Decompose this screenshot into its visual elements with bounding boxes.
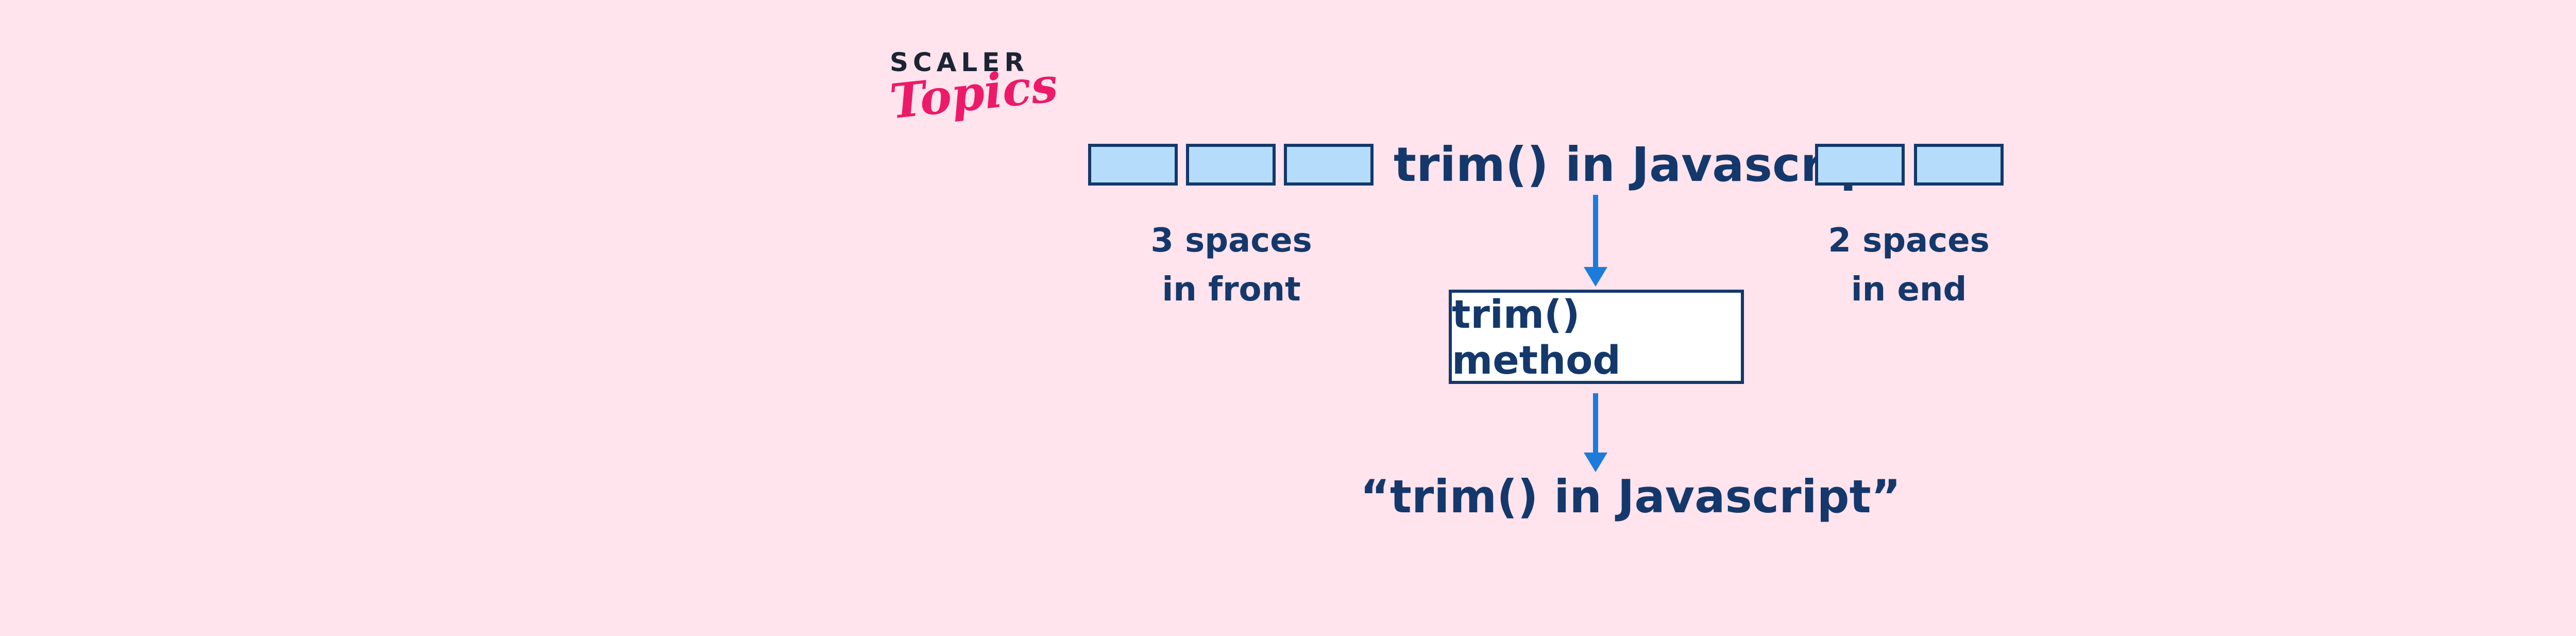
trimmed-result-text: “trim() in Javascript” [1360,470,1901,523]
trailing-spaces-label: 2 spaces in end [1801,216,2017,314]
leading-spaces-label: 3 spaces in front [1123,216,1340,314]
trailing-spaces-boxes [1815,144,2004,186]
trim-method-box: trim() method [1449,290,1744,384]
arrow-head [1584,453,1607,472]
diagram-title: trim() in Javascript [1394,137,1897,192]
arrow-head [1584,267,1607,287]
leading-spaces-label-line1: 3 spaces [1150,222,1312,260]
trim-method-label: trim() method [1452,291,1621,383]
space-box [1815,144,1905,186]
space-box [1284,144,1374,186]
space-box [1914,144,2004,186]
down-arrow-icon [1584,195,1607,287]
leading-spaces-label-line2: in front [1162,270,1301,309]
space-box [1088,144,1178,186]
arrow-shaft [1593,393,1598,453]
arrow-shaft [1593,195,1598,267]
trailing-spaces-label-line2: in end [1851,270,1967,309]
leading-spaces-boxes [1088,144,1374,186]
down-arrow-icon [1584,393,1607,472]
space-box [1186,144,1276,186]
trailing-spaces-label-line1: 2 spaces [1828,222,1990,260]
scaler-topics-logo: SCALER Topics [887,47,1060,129]
logo-brand-text: SCALER [890,47,1029,77]
